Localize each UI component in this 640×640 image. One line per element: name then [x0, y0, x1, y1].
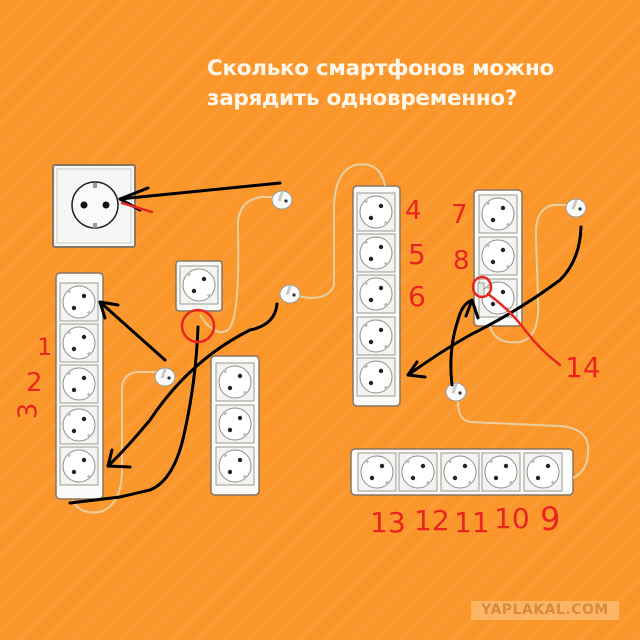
label-9: 9	[540, 500, 561, 538]
power-strip-left-5	[55, 272, 104, 500]
red-circle-usb-port	[471, 275, 493, 299]
label-4: 4	[405, 196, 422, 226]
label-1: 1	[37, 333, 53, 361]
plug-center-strip	[279, 284, 301, 304]
usb-port	[477, 282, 485, 297]
plug-right-strip	[565, 198, 587, 218]
watermark: YAPLAKAL.COM	[471, 601, 619, 620]
red-line-to-14	[486, 292, 562, 367]
label-5: 5	[408, 238, 426, 271]
single-socket-block	[175, 260, 223, 312]
puzzle-title: Сколько смартфонов можно зарядить одновр…	[207, 54, 554, 114]
red-mark-wall-outlet	[120, 201, 154, 214]
red-marks	[120, 201, 562, 367]
label-8: 8	[453, 246, 470, 276]
plug-bottom-strip	[445, 382, 467, 402]
power-strip-right-3	[473, 189, 523, 327]
title-line-1: Сколько смартфонов можно	[207, 56, 554, 81]
label-14: 14	[565, 351, 601, 384]
label-11: 11	[454, 506, 490, 539]
power-strip-center-5	[352, 185, 401, 407]
label-6: 6	[408, 280, 426, 313]
title-line-2: зарядить одновременно?	[207, 86, 518, 111]
cable-left-strip	[71, 371, 158, 514]
label-2: 2	[26, 368, 43, 398]
cable-single-socket	[199, 196, 272, 334]
power-strip-bottom-5	[350, 448, 574, 496]
label-12: 12	[414, 504, 450, 537]
arrow-to-wall-outlet	[118, 181, 282, 201]
cable-center-strip	[295, 163, 386, 300]
label-7: 7	[451, 200, 468, 230]
plug-left-strip	[154, 367, 176, 387]
red-circle-single-socket	[180, 308, 216, 344]
cable-bottom-strip	[457, 401, 590, 479]
label-3: 3	[13, 402, 44, 420]
wall-outlet	[52, 164, 136, 248]
power-strip-middle-3	[210, 355, 260, 496]
label-13: 13	[370, 506, 406, 539]
label-10: 10	[494, 502, 530, 535]
cable-right-strip	[489, 204, 566, 344]
plug-single-socket	[271, 190, 293, 210]
